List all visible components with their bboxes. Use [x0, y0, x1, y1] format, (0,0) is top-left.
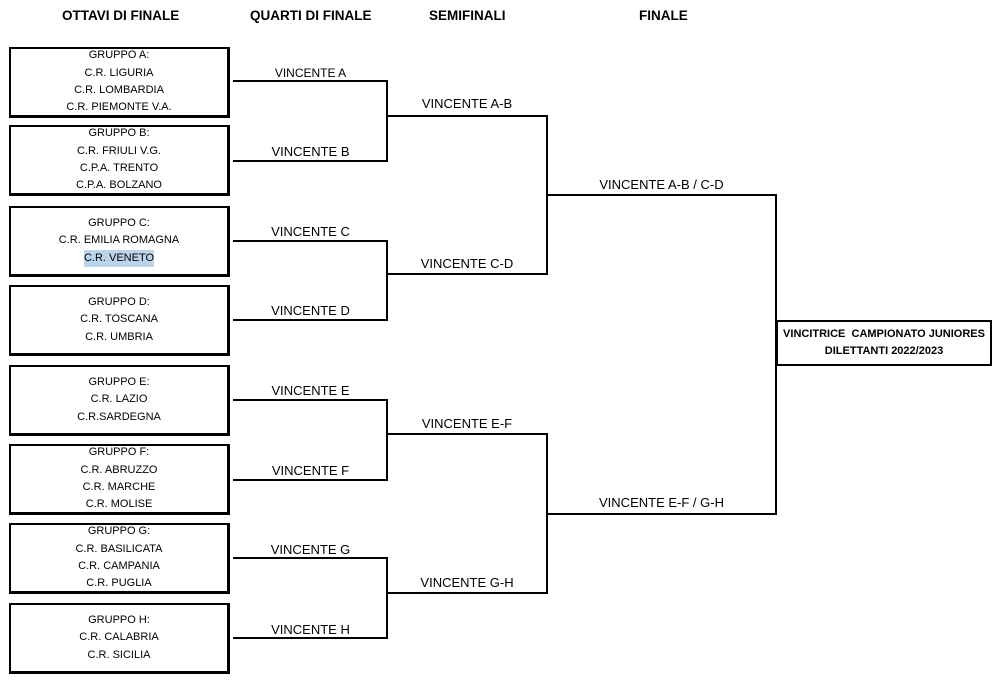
- group-d-box: GRUPPO D: C.R. TOSCANA C.R. UMBRIA: [9, 285, 230, 356]
- group-g-team-1: C.R. BASILICATA: [75, 542, 163, 555]
- label-vincente-ab-cd: VINCENTE A-B / C-D: [599, 177, 724, 192]
- join-quarter-ef: [386, 399, 388, 481]
- group-a-box: GRUPPO A: C.R. LIGURIA C.R. LOMBARDIA C.…: [9, 47, 230, 118]
- connector-semi-ef: [386, 433, 548, 435]
- connector-semi-ab: [386, 115, 548, 117]
- connector-quarter-c: [233, 240, 388, 242]
- group-b-box: GRUPPO B: C.R. FRIULI V.G. C.P.A. TRENTO…: [9, 125, 230, 196]
- label-vincente-ef-gh: VINCENTE E-F / G-H: [599, 495, 724, 510]
- group-e-title: GRUPPO E:: [88, 375, 150, 388]
- label-vincente-a: VINCENTE A: [274, 66, 347, 80]
- winner-box: VINCITRICE CAMPIONATO JUNIORES DILETTANT…: [776, 320, 992, 366]
- connector-final-bottom: [546, 513, 777, 515]
- header-final: FINALE: [639, 8, 688, 23]
- label-vincente-b: VINCENTE B: [271, 144, 350, 159]
- group-a-team-3: C.R. PIEMONTE V.A.: [66, 101, 172, 114]
- label-vincente-f: VINCENTE F: [271, 463, 350, 478]
- group-a-team-1: C.R. LIGURIA: [84, 66, 154, 79]
- group-c-title: GRUPPO C:: [88, 216, 150, 229]
- connector-semi-gh: [386, 592, 548, 594]
- group-g-title: GRUPPO G:: [87, 525, 151, 538]
- group-h-title: GRUPPO H:: [88, 613, 150, 626]
- group-g-team-2: C.R. CAMPANIA: [78, 560, 160, 572]
- label-vincente-g: VINCENTE G: [270, 542, 351, 557]
- connector-quarter-h: [233, 637, 388, 639]
- winner-line-1: VINCITRICE CAMPIONATO JUNIORES: [783, 328, 985, 340]
- group-b-title: GRUPPO B:: [88, 127, 150, 140]
- join-quarter-ab: [386, 80, 388, 162]
- group-b-team-2: C.P.A. TRENTO: [79, 162, 159, 174]
- group-c-team-2: C.R. VENETO: [83, 249, 155, 268]
- group-e-team-2: C.R.SARDEGNA: [77, 410, 161, 423]
- label-vincente-h: VINCENTE H: [271, 622, 350, 637]
- group-d-team-1: C.R. TOSCANA: [80, 313, 158, 326]
- group-g-box: GRUPPO G: C.R. BASILICATA C.R. CAMPANIA …: [9, 523, 230, 594]
- header-quarter-finals: QUARTI DI FINALE: [250, 8, 372, 23]
- group-f-team-2: C.R. MARCHE: [82, 481, 156, 493]
- label-vincente-g-h: VINCENTE G-H: [420, 575, 514, 590]
- label-vincente-c: VINCENTE C: [271, 224, 350, 239]
- group-h-team-2: C.R. SICILIA: [87, 648, 151, 661]
- label-vincente-d: VINCENTE D: [271, 303, 350, 318]
- group-f-title: GRUPPO F:: [88, 446, 150, 459]
- connector-semi-cd: [386, 273, 548, 275]
- group-g-team-3: C.R. PUGLIA: [86, 577, 152, 590]
- connector-quarter-e: [233, 399, 388, 401]
- group-h-team-1: C.R. CALABRIA: [79, 631, 159, 644]
- group-e-box: GRUPPO E: C.R. LAZIO C.R.SARDEGNA: [9, 365, 230, 436]
- label-vincente-e: VINCENTE E: [271, 383, 350, 398]
- connector-quarter-d: [233, 319, 388, 321]
- label-vincente-e-f: VINCENTE E-F: [421, 416, 513, 431]
- group-d-title: GRUPPO D:: [88, 295, 150, 308]
- group-h-box: GRUPPO H: C.R. CALABRIA C.R. SICILIA: [9, 603, 230, 674]
- group-f-box: GRUPPO F: C.R. ABRUZZO C.R. MARCHE C.R. …: [9, 444, 230, 515]
- connector-quarter-b: [233, 160, 388, 162]
- group-b-team-1: C.R. FRIULI V.G.: [77, 144, 161, 157]
- connector-quarter-f: [233, 479, 388, 481]
- group-f-team-1: C.R. ABRUZZO: [80, 463, 158, 476]
- group-a-team-2: C.R. LOMBARDIA: [74, 84, 164, 96]
- group-c-team-1: C.R. EMILIA ROMAGNA: [58, 234, 180, 247]
- connector-quarter-a: [233, 80, 388, 82]
- group-c-box: GRUPPO C: C.R. EMILIA ROMAGNA C.R. VENET…: [9, 206, 230, 277]
- join-quarter-cd: [386, 240, 388, 321]
- connector-quarter-g: [233, 557, 388, 559]
- header-round-of-16: OTTAVI DI FINALE: [62, 8, 180, 23]
- connector-final-top: [546, 194, 777, 196]
- label-vincente-c-d: VINCENTE C-D: [420, 256, 514, 271]
- group-e-team-1: C.R. LAZIO: [90, 393, 148, 406]
- header-semi-finals: SEMIFINALI: [429, 8, 506, 23]
- group-b-team-3: C.P.A. BOLZANO: [76, 179, 162, 192]
- group-d-team-2: C.R. UMBRIA: [85, 330, 153, 343]
- group-f-team-3: C.R. MOLISE: [85, 498, 153, 511]
- winner-line-2: DILETTANTI 2022/2023: [824, 345, 944, 357]
- join-quarter-gh: [386, 557, 388, 639]
- label-vincente-a-b: VINCENTE A-B: [421, 96, 513, 111]
- group-a-title: GRUPPO A:: [88, 49, 150, 62]
